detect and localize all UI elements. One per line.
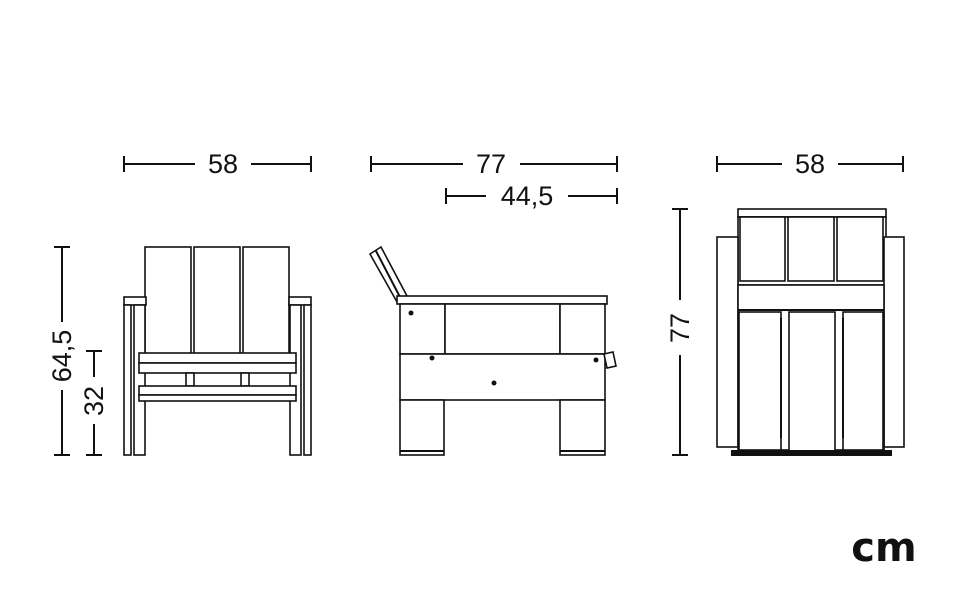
front-chair-outline [123,246,312,456]
top-width-dimension: 58 [716,149,904,179]
front-view: 58 64,5 32 [47,149,312,456]
side-depth-dimension: 77 [370,149,618,179]
side-seat-depth-label: 44,5 [501,181,554,211]
front-width-dimension: 58 [123,149,312,179]
side-depth-label: 77 [476,149,506,179]
front-height-label: 64,5 [47,330,77,383]
side-view: 77 44,5 [368,149,618,456]
front-seat-height-dimension: 32 [79,350,109,456]
front-height-dimension: 64,5 [47,246,77,456]
top-depth-dimension: 77 [665,208,695,456]
front-width-label: 58 [208,149,238,179]
top-chair-outline [716,208,905,456]
top-view: 58 77 [665,149,905,456]
top-width-label: 58 [795,149,825,179]
top-depth-label: 77 [665,313,695,343]
front-seat-height-label: 32 [79,386,109,416]
unit-label: cm [851,525,916,571]
side-seat-depth-dimension: 44,5 [445,181,618,211]
side-chair-outline [368,245,617,456]
